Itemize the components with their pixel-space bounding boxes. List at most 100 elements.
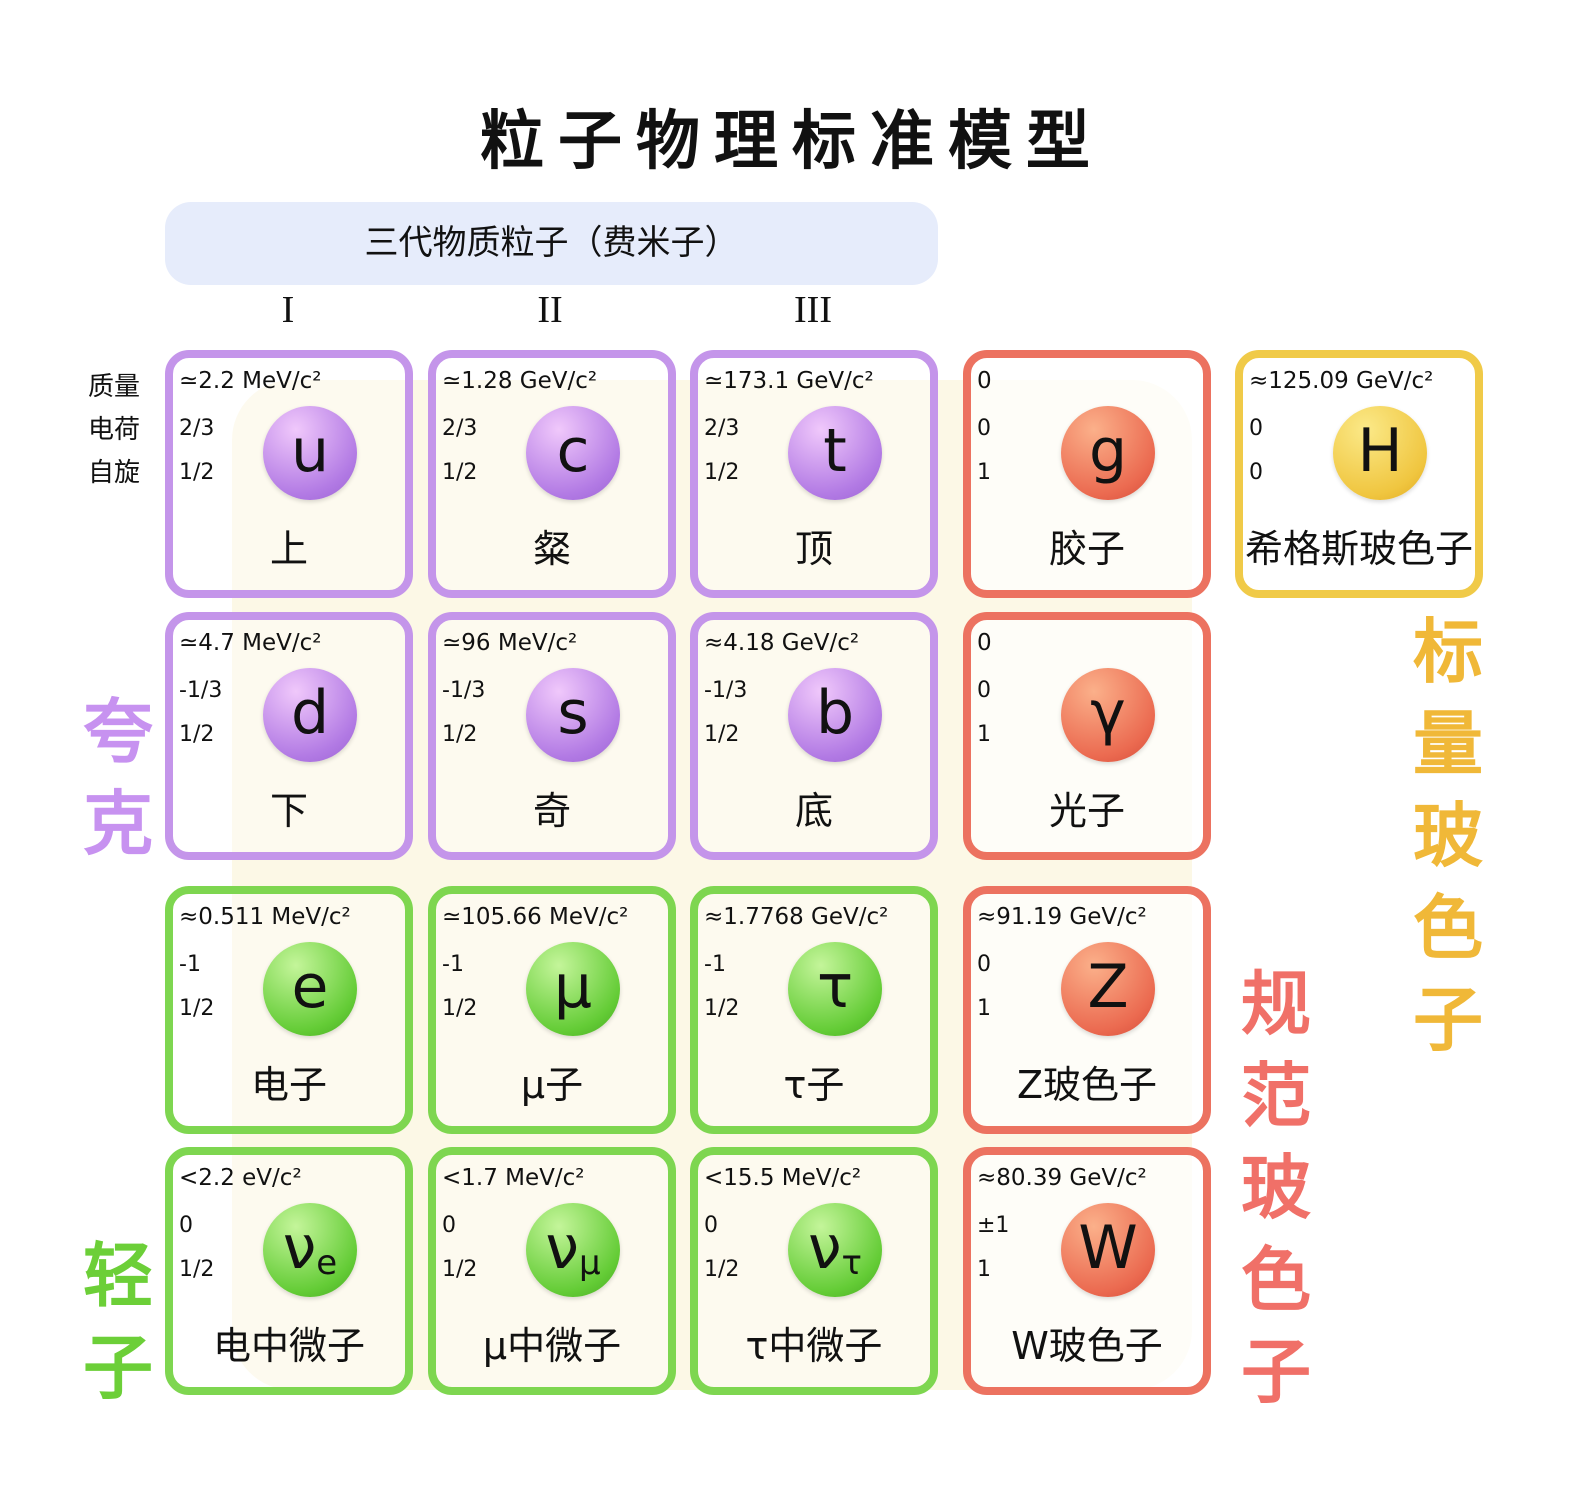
mass-value: ≈91.19 GeV/c²: [977, 904, 1147, 930]
charge-value: ±1: [977, 1213, 1010, 1238]
charge-value: -1: [442, 952, 464, 977]
mass-value: 0: [977, 368, 992, 394]
particle-name: 胶子: [1048, 527, 1125, 571]
spin-value: 1/2: [179, 722, 215, 747]
side-label-scalar-bosons: 标量玻色子: [1408, 606, 1488, 1066]
particle-name: 希格斯玻色子: [1244, 527, 1473, 571]
mass-value: ≃96 MeV/c²: [442, 630, 578, 656]
spin-value: 1/2: [179, 460, 215, 485]
particle-symbol: c: [556, 416, 590, 486]
spin-value: 1/2: [442, 996, 478, 1021]
mass-value: ≈0.511 MeV/c²: [179, 904, 351, 930]
mass-value: ≃173.1 GeV/c²: [704, 368, 874, 394]
spin-value: 1/2: [704, 1257, 740, 1282]
particle-symbol-badge: Z: [1061, 942, 1155, 1036]
particle-symbol-badge: b: [788, 668, 882, 762]
particle-symbol: Z: [1087, 952, 1129, 1022]
side-label-char: 范: [1241, 1055, 1311, 1137]
charge-value: 0: [977, 416, 991, 441]
spin-value: 1/2: [179, 996, 215, 1021]
particle-name: 顶: [794, 527, 833, 571]
particle-symbol: γ: [1090, 678, 1126, 748]
particle-card-gluon: 0 0 1 g 胶子: [963, 350, 1211, 598]
side-label-char: 色: [1413, 887, 1483, 969]
particle-symbol-badge: s: [526, 668, 620, 762]
particle-name: 上: [269, 527, 308, 571]
particle-symbol: s: [557, 678, 589, 748]
particle-name: 电中微子: [212, 1324, 365, 1368]
generation-1-label: I: [281, 289, 295, 331]
spin-value: 1/2: [704, 722, 740, 747]
side-label-char: 子: [83, 1327, 153, 1409]
charge-value: 0: [179, 1213, 193, 1238]
charge-value: 2/3: [179, 416, 215, 441]
spin-value: 0: [1249, 460, 1263, 485]
particle-symbol-badge: νe: [263, 1203, 357, 1297]
charge-value: -1: [704, 952, 726, 977]
particle-symbol-badge: νμ: [526, 1203, 620, 1297]
particle-symbol: W: [1078, 1213, 1138, 1283]
spin-value: 1: [977, 1257, 991, 1282]
side-label-char: 玻: [1241, 1147, 1311, 1229]
mass-label: 质量: [88, 372, 141, 402]
charge-value: 0: [442, 1213, 456, 1238]
charge-value: 0: [977, 678, 991, 703]
mass-value: ≃1.28 GeV/c²: [442, 368, 598, 394]
charge-value: -1: [179, 952, 201, 977]
generation-3-label: III: [794, 289, 832, 331]
side-label-char: 玻: [1413, 795, 1483, 877]
mass-value: ≃2.2 MeV/c²: [179, 368, 322, 394]
particle-name: 光子: [1048, 789, 1125, 833]
particle-name: τ子: [783, 1063, 845, 1107]
mass-value: ≃4.7 MeV/c²: [179, 630, 322, 656]
side-label-char: 色: [1241, 1239, 1311, 1321]
particle-symbol-badge: τ: [788, 942, 882, 1036]
particle-symbol: ν: [545, 1213, 579, 1283]
generation-2-label: II: [537, 289, 563, 331]
spin-value: 1/2: [442, 460, 478, 485]
side-label-char: 量: [1413, 703, 1483, 785]
spin-value: 1: [977, 722, 991, 747]
spin-label: 自旋: [88, 458, 141, 488]
spin-value: 1: [977, 460, 991, 485]
particle-symbol-badge: g: [1061, 406, 1155, 500]
particle-symbol-subscript: τ: [841, 1243, 862, 1283]
particle-name: 奇: [532, 789, 571, 833]
diagram-title: 粒子物理标准模型: [480, 105, 1104, 179]
particle-symbol: t: [823, 416, 847, 486]
particle-name: 电子: [250, 1063, 327, 1107]
particle-symbol-badge: d: [263, 668, 357, 762]
charge-value: -1/3: [442, 678, 486, 703]
particle-name: 粲: [532, 527, 571, 571]
particle-symbol-badge: t: [788, 406, 882, 500]
side-label-char: 子: [1413, 979, 1483, 1061]
side-label-quarks: 夸克: [78, 686, 158, 870]
particle-symbol-badge: c: [526, 406, 620, 500]
spin-value: 1/2: [442, 1257, 478, 1282]
particle-symbol-subscript: μ: [578, 1243, 601, 1283]
mass-value: <1.7 MeV/c²: [442, 1165, 585, 1191]
side-label-char: 标: [1413, 611, 1483, 693]
mass-value: ≃105.66 MeV/c²: [442, 904, 629, 930]
side-label-char: 克: [83, 783, 153, 865]
particle-symbol: d: [290, 678, 330, 748]
mass-value: ≈80.39 GeV/c²: [977, 1165, 1147, 1191]
mass-value: <15.5 MeV/c²: [704, 1165, 862, 1191]
spin-value: 1/2: [179, 1257, 215, 1282]
side-label-char: 轻: [83, 1235, 153, 1317]
particle-symbol-badge: H: [1333, 406, 1427, 500]
particle-name: 下: [269, 789, 308, 833]
